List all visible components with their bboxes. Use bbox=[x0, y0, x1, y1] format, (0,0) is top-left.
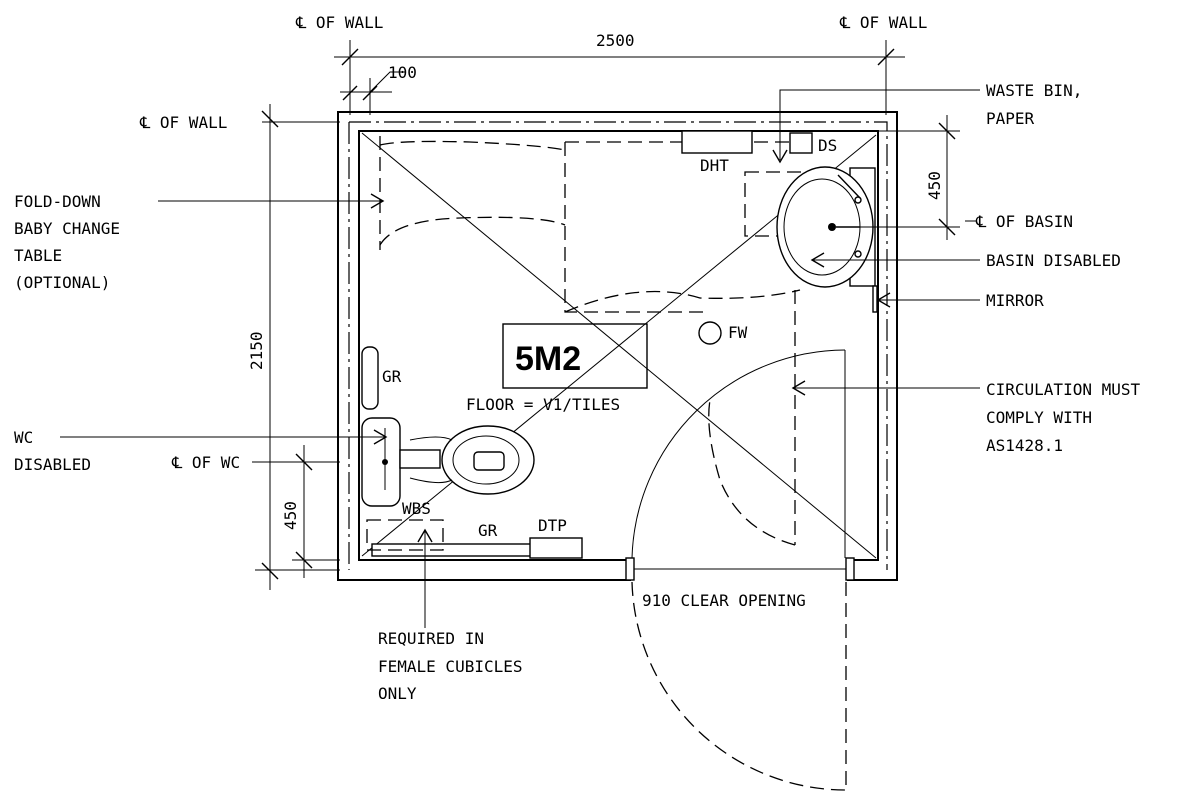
basin-label: BASIN DISABLED bbox=[986, 251, 1121, 270]
waste-bin-label-2: PAPER bbox=[986, 109, 1035, 128]
cl-wall-side: ℄ OF WALL bbox=[139, 113, 227, 132]
basin-dimension bbox=[860, 115, 960, 240]
baby-label-1: FOLD-DOWN bbox=[14, 192, 101, 211]
gr-bottom-label: GR bbox=[478, 521, 498, 540]
left-dimensions bbox=[255, 104, 340, 590]
cl-wc: ℄ OF WC bbox=[171, 453, 240, 472]
baby-change-table bbox=[379, 136, 566, 250]
required-label-3: ONLY bbox=[378, 684, 417, 703]
wbs-dashed bbox=[366, 519, 444, 551]
required-label-1: REQUIRED IN bbox=[378, 629, 484, 648]
baby-label-3: TABLE bbox=[14, 246, 62, 265]
mirror-fixture bbox=[872, 285, 878, 313]
cl-basin-label: ℄ OF BASIN bbox=[975, 212, 1073, 231]
top-dimensions bbox=[334, 40, 905, 115]
dim-wc: 450 bbox=[281, 501, 300, 530]
baby-label-4: (OPTIONAL) bbox=[14, 273, 110, 292]
clear-opening-label: 910 CLEAR OPENING bbox=[642, 591, 806, 610]
wc-label-1: WC bbox=[14, 428, 33, 447]
left-leaders bbox=[60, 193, 433, 628]
area-box bbox=[502, 323, 648, 389]
circulation-label-1: CIRCULATION MUST bbox=[986, 380, 1140, 399]
dtp-fixture bbox=[529, 537, 583, 559]
cl-wall-left-top: ℄ OF WALL bbox=[295, 13, 383, 32]
dim-height: 2150 bbox=[247, 331, 266, 370]
right-leaders bbox=[772, 89, 980, 396]
circulation-label-3: AS1428.1 bbox=[986, 436, 1063, 455]
dim-width: 2500 bbox=[596, 31, 635, 50]
mirror-label: MIRROR bbox=[986, 291, 1044, 310]
floor-label: FLOOR = V1/TILES bbox=[466, 395, 620, 414]
gr-left-label: GR bbox=[382, 367, 402, 386]
dht-fixture bbox=[681, 130, 753, 154]
wbs-label: WBS bbox=[402, 499, 431, 518]
required-label-2: FEMALE CUBICLES bbox=[378, 657, 523, 676]
basin-icon bbox=[776, 166, 876, 288]
circulation-label-2: COMPLY WITH bbox=[986, 408, 1092, 427]
ds-label: DS bbox=[818, 136, 837, 155]
waste-bin-label-1: WASTE BIN, bbox=[986, 81, 1082, 100]
area-label: 5M2 bbox=[515, 340, 581, 378]
floor-waste-icon bbox=[698, 321, 722, 345]
dim-wall: 100 bbox=[388, 63, 417, 82]
wc-label-2: DISABLED bbox=[14, 455, 91, 474]
door-swing bbox=[631, 349, 847, 791]
dtp-label: DTP bbox=[538, 516, 567, 535]
circulation-area bbox=[564, 141, 801, 546]
wc-icon bbox=[361, 417, 535, 507]
baby-label-2: BABY CHANGE bbox=[14, 219, 120, 238]
fw-label: FW bbox=[728, 323, 748, 342]
grab-rail-left bbox=[361, 346, 379, 410]
ds-fixture bbox=[789, 132, 813, 154]
cl-wall-right-top: ℄ OF WALL bbox=[839, 13, 927, 32]
dht-label: DHT bbox=[700, 156, 729, 175]
door-opening bbox=[625, 556, 855, 584]
walls bbox=[337, 111, 898, 581]
dim-basin: 450 bbox=[925, 171, 944, 200]
